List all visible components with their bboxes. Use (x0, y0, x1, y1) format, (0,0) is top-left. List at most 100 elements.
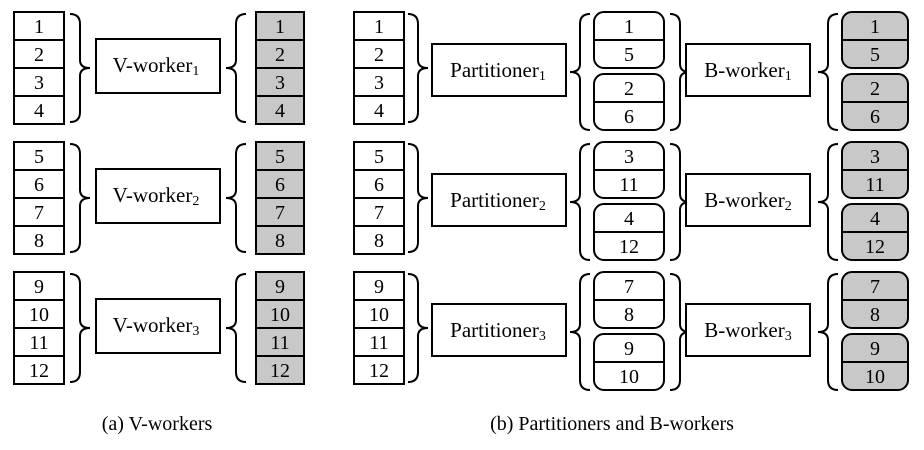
output-cell: 8 (255, 225, 305, 255)
b-worker-rect (685, 173, 811, 227)
output-cell-value: 10 (270, 304, 290, 326)
partitioner-rect (431, 303, 567, 357)
input-cell-box (13, 141, 65, 171)
input-cell-box (13, 271, 65, 301)
input-cell-value: 12 (369, 360, 389, 382)
brace-right (69, 143, 91, 253)
input-cell: 5 (353, 141, 405, 171)
brace-right (69, 273, 91, 383)
input-cell: 7 (13, 197, 65, 227)
partitioner-box: Partitioner3 (431, 303, 567, 357)
input-cell-box (353, 327, 405, 357)
input-cell-box (13, 95, 65, 125)
input-cell: 10 (13, 299, 65, 329)
partition-bucket-value: 8 (624, 304, 634, 326)
input-cell: 1 (13, 11, 65, 41)
input-cell-box (353, 299, 405, 329)
output-bucket-value: 6 (870, 106, 880, 128)
partition-bucket: 78 (593, 271, 665, 329)
input-cell-value: 1 (34, 16, 44, 38)
input-cell-value: 5 (374, 146, 384, 168)
input-cell: 10 (353, 299, 405, 329)
partition-bucket-value: 4 (624, 208, 634, 230)
input-cell-value: 8 (34, 230, 44, 252)
partitioner-label: Partitioner3 (450, 318, 546, 344)
brace-left (817, 273, 839, 391)
partition-bucket: 910 (593, 333, 665, 391)
output-cell-box (255, 225, 305, 255)
input-cell-box (353, 271, 405, 301)
partitioner-rect (431, 43, 567, 97)
output-bucket: 311 (841, 141, 909, 199)
input-cell-value: 10 (369, 304, 389, 326)
input-cell-value: 1 (374, 16, 384, 38)
output-cell-value: 8 (275, 230, 285, 252)
output-bucket-value: 7 (870, 276, 880, 298)
output-cell-value: 5 (275, 146, 285, 168)
brace-right (407, 273, 429, 383)
output-cell: 6 (255, 169, 305, 199)
input-cell: 2 (13, 39, 65, 69)
output-bucket-value: 8 (870, 304, 880, 326)
brace-right (407, 143, 429, 253)
output-cell: 2 (255, 39, 305, 69)
partitioner-box: Partitioner1 (431, 43, 567, 97)
diagram: 1234V-worker112345678V-worker25678910111… (13, 11, 909, 391)
output-cell-value: 2 (275, 44, 285, 66)
input-cell: 3 (353, 67, 405, 97)
brace-right (407, 13, 429, 123)
input-cell: 4 (353, 95, 405, 125)
input-cell-value: 4 (34, 100, 44, 122)
input-cell-box (353, 225, 405, 255)
caption-b: (b) Partitioners and B-workers (490, 413, 734, 435)
partition-bucket-value: 5 (624, 44, 634, 66)
input-cell: 9 (13, 271, 65, 301)
input-cell-value: 2 (34, 44, 44, 66)
output-cell-box (255, 11, 305, 41)
input-cell-value: 6 (374, 174, 384, 196)
input-cell-value: 9 (374, 276, 384, 298)
partition-bucket-value: 7 (624, 276, 634, 298)
input-cell: 3 (13, 67, 65, 97)
b-worker-label: B-worker3 (704, 318, 791, 344)
partitioner-rect (431, 173, 567, 227)
output-cell-box (255, 271, 305, 301)
output-bucket-value: 10 (865, 366, 885, 388)
output-bucket: 910 (841, 333, 909, 391)
partition-bucket-value: 10 (619, 366, 639, 388)
input-cell: 12 (353, 355, 405, 385)
v-worker-label: V-worker3 (113, 313, 200, 339)
brace-left (569, 143, 591, 261)
b-worker-label: B-worker1 (704, 58, 791, 84)
partition-bucket-value: 11 (619, 174, 638, 196)
input-cell-value: 2 (374, 44, 384, 66)
output-bucket: 15 (841, 11, 909, 69)
input-cell: 5 (13, 141, 65, 171)
partition-bucket-value: 3 (624, 146, 634, 168)
output-bucket-value: 4 (870, 208, 880, 230)
v-worker-box: V-worker2 (95, 168, 221, 224)
v-worker-box: V-worker1 (95, 38, 221, 94)
output-bucket-value: 12 (865, 236, 885, 258)
input-cell-value: 11 (29, 332, 48, 354)
output-cell-box (255, 67, 305, 97)
brace-left (569, 273, 591, 391)
input-cell-box (13, 355, 65, 385)
caption-a: (a) V-workers (102, 413, 213, 435)
input-cell-box (353, 67, 405, 97)
input-cell-value: 4 (374, 100, 384, 122)
v-worker-label: V-worker2 (113, 183, 200, 209)
brace-left (817, 13, 839, 131)
input-cell-value: 7 (374, 202, 384, 224)
output-cell-box (255, 197, 305, 227)
output-cell-value: 4 (275, 100, 285, 122)
brace-left (817, 143, 839, 261)
input-cell: 1 (353, 11, 405, 41)
output-cell: 7 (255, 197, 305, 227)
output-bucket-value: 5 (870, 44, 880, 66)
v-worker-rect (95, 168, 221, 224)
